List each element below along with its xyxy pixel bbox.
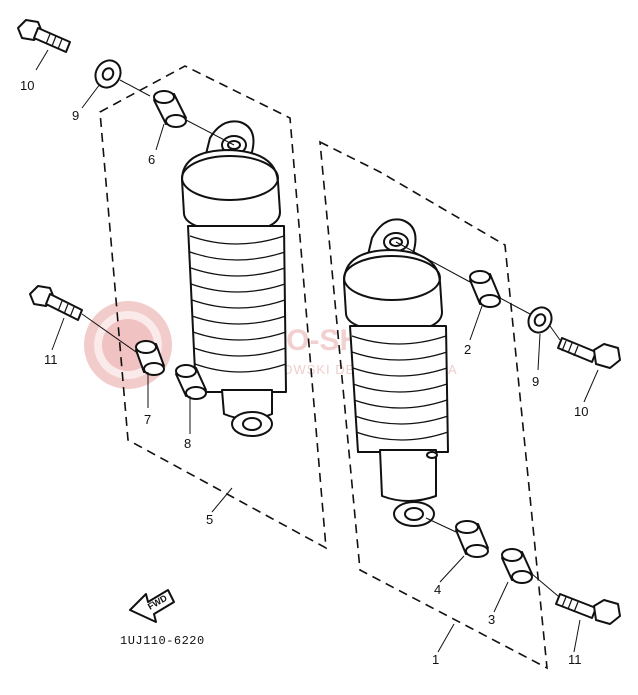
callout-1: 1 <box>432 652 439 667</box>
right-assembly-boundary <box>319 140 548 670</box>
right-shock-absorber <box>343 218 449 527</box>
callout-5: 5 <box>206 512 213 527</box>
bushing-3 <box>501 548 533 584</box>
drawing-code: 1UJ110-6220 <box>120 634 205 648</box>
bushing-4 <box>455 520 489 558</box>
bushing-2 <box>469 270 501 308</box>
callout-6: 6 <box>148 152 155 167</box>
axis-lines <box>81 79 561 597</box>
callout-11-right: 11 <box>568 652 582 667</box>
forward-arrow-icon: FWD <box>129 589 175 623</box>
callout-11-left: 11 <box>44 352 58 367</box>
bolt-mid-left <box>29 285 83 321</box>
callout-10-right: 10 <box>574 404 588 419</box>
callout-10-left: 10 <box>20 78 34 93</box>
bolt-top-left <box>17 19 71 53</box>
callout-7: 7 <box>144 412 151 427</box>
leader-lines <box>35 49 599 653</box>
bolt-mid-right <box>557 337 621 369</box>
callout-8: 8 <box>184 436 191 451</box>
callout-9-left: 9 <box>72 108 79 123</box>
bushing-7 <box>135 340 165 376</box>
bushing-6 <box>153 90 187 128</box>
left-assembly-boundary <box>99 65 327 550</box>
washer-right <box>527 306 553 334</box>
callout-4: 4 <box>434 582 441 597</box>
callout-3: 3 <box>488 612 495 627</box>
callout-9-right: 9 <box>532 374 539 389</box>
bushing-8 <box>175 364 207 400</box>
bolt-bottom-right <box>555 593 621 625</box>
callouts: 10 9 6 11 7 8 5 2 9 10 4 3 1 11 <box>20 78 588 667</box>
washer-left <box>94 59 122 89</box>
callout-2: 2 <box>464 342 471 357</box>
